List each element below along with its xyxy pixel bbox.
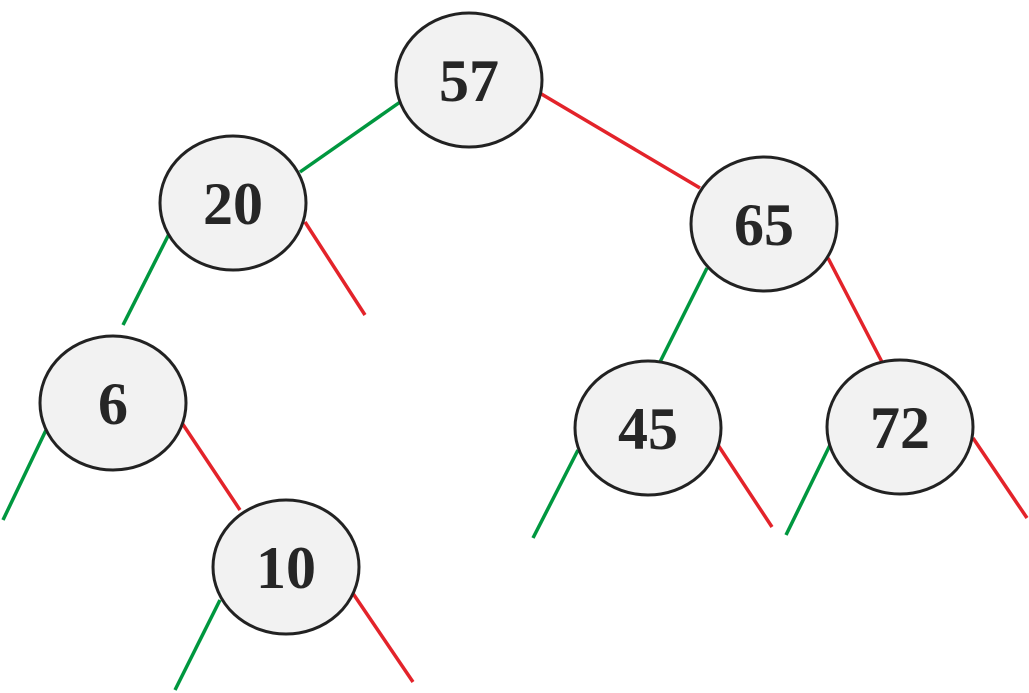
right-edge-n65-n72 [826,257,884,363]
tree-node-72: 72 [825,358,975,496]
tree-node-10: 10 [211,498,361,636]
tree-node-45: 45 [573,359,723,497]
node-circle [573,359,723,497]
left-edge-n72-null [784,444,832,536]
tree-node-57: 57 [394,11,544,149]
tree-node-6: 6 [38,334,188,472]
node-label: 65 [734,192,794,258]
node-circle [158,134,308,272]
left-edge-n6-null [1,427,49,521]
left-edge-n65-n45 [658,267,709,363]
node-label: 45 [618,396,678,462]
node-circle [211,498,361,636]
right-edge-n10-null [350,591,415,683]
node-label: 6 [98,371,128,437]
tree-node-20: 20 [158,134,308,272]
node-circle [825,358,975,496]
node-circle [689,155,839,293]
node-circle [394,11,544,149]
node-circle [38,334,188,472]
right-edge-n72-null [971,437,1029,519]
left-edge-n45-null [531,449,580,539]
right-edge-n6-n10 [178,419,242,511]
left-edge-n10-null [173,599,222,691]
right-edge-n57-n65 [537,90,701,190]
node-label: 10 [256,535,316,601]
right-edge-n45-null [716,444,774,528]
node-label: 20 [203,171,263,237]
right-edge-n20-null [303,221,367,316]
left-edge-n20-n6 [121,231,172,326]
node-label: 57 [439,48,499,114]
node-label: 72 [870,395,930,461]
left-edge-n57-n20 [298,98,405,174]
tree-node-65: 65 [689,155,839,293]
